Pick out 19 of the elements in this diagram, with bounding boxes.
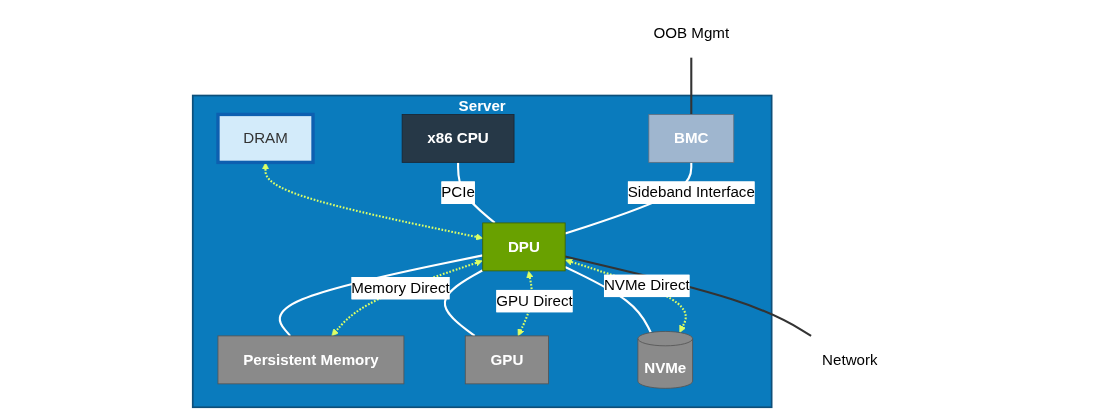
connector <box>279 254 484 337</box>
arrow <box>262 162 484 241</box>
connector <box>690 57 693 115</box>
edge-label: Sideband Interface <box>627 183 756 201</box>
node-box: Persistent Memory <box>217 335 405 385</box>
node-box: x86 CPU <box>401 114 515 163</box>
node-box: DPU <box>482 222 566 272</box>
edge-label: GPU Direct <box>496 292 573 310</box>
node-box: DRAM <box>216 112 315 165</box>
arrow <box>517 270 534 337</box>
arrow <box>331 259 483 337</box>
node-text: OOB Mgmt <box>653 24 730 42</box>
edge-label: Memory Direct <box>351 279 450 297</box>
node-box: GPU <box>465 335 550 385</box>
edge-label: PCIe <box>441 183 476 201</box>
node-box: BMC <box>648 114 735 163</box>
connector <box>444 269 484 337</box>
edge-label: NVMe Direct <box>604 277 690 294</box>
node-text: Network <box>822 351 878 368</box>
